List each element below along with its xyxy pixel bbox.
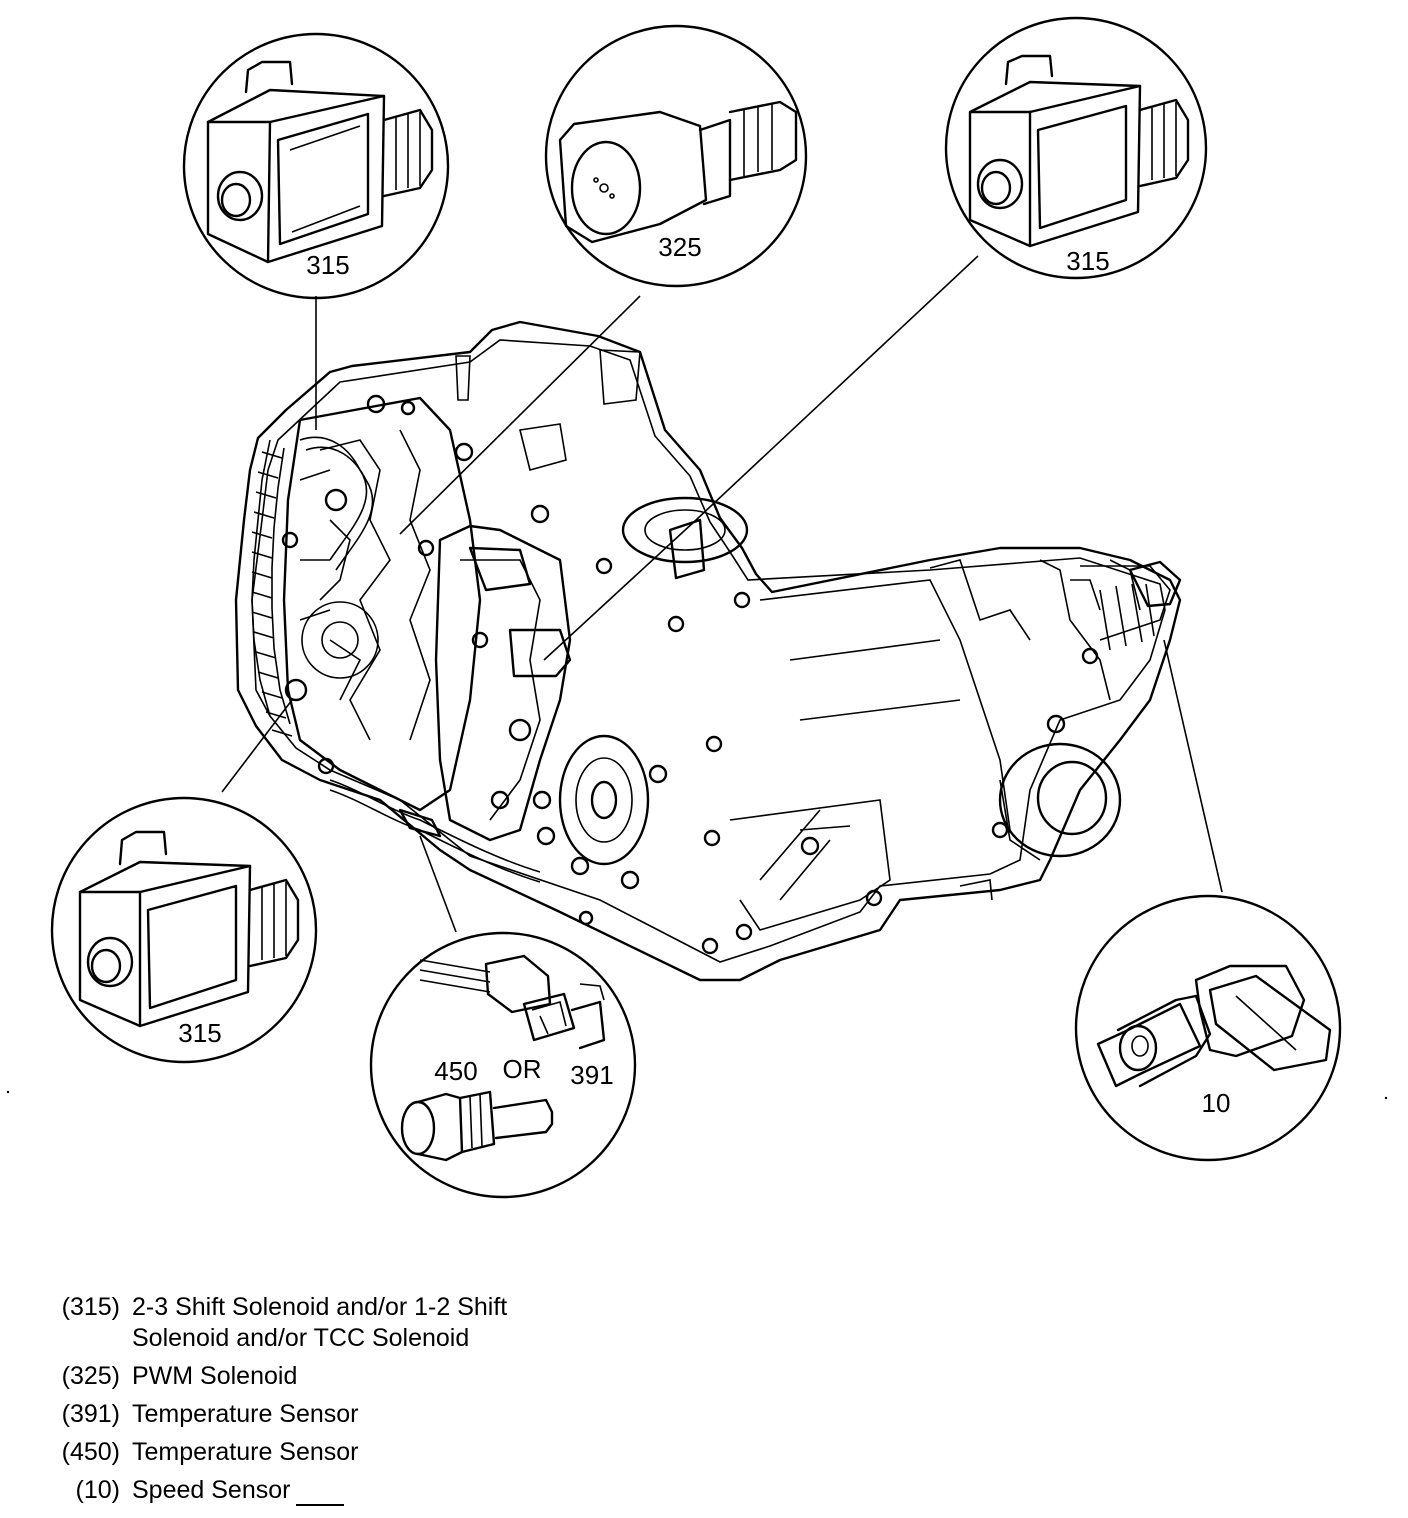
- transmission-diagram: 315 325 315: [6, 16, 1388, 1199]
- leader-top-center: [399, 295, 641, 535]
- detail-circle-top-left: [182, 32, 450, 300]
- legend-item-number: (10): [75, 1476, 120, 1504]
- callout-label-top-right: 315: [1066, 246, 1109, 276]
- extension-housing: [759, 559, 1182, 831]
- speed-sensor-boss: [991, 742, 1122, 861]
- leader-lines: [221, 255, 1223, 933]
- detail-bottom-left: 315: [50, 796, 318, 1064]
- leader-bottom-right: [1163, 639, 1223, 893]
- shift-solenoid-icon: [206, 60, 434, 264]
- legend-item: (315) 2-3 Shift Solenoid and/or 1-2 Shif…: [40, 1292, 800, 1354]
- callout-label-bottom-right: 10: [1202, 1088, 1231, 1118]
- legend-item: (325) PWM Solenoid: [40, 1361, 800, 1392]
- callout-label-top-center: 325: [658, 232, 701, 262]
- legend-item: (10) Speed Sensor: [40, 1475, 800, 1506]
- legend: (315) 2-3 Shift Solenoid and/or 1-2 Shif…: [40, 1292, 800, 1513]
- pwm-solenoid-icon: [558, 100, 798, 244]
- leader-bottom-left: [221, 699, 293, 793]
- detail-top-left: 315: [182, 32, 450, 300]
- transmission-assembly: [234, 320, 1182, 982]
- temperature-sensor-connector-icon: [419, 954, 606, 1050]
- detail-top-right: 315: [944, 16, 1208, 280]
- shift-solenoid-icon: [968, 54, 1190, 248]
- detail-circle-top-right: [944, 16, 1208, 280]
- leader-top-right: [695, 255, 979, 521]
- detail-top-center: 325: [544, 24, 808, 288]
- temperature-sensor-probe-icon: [400, 1090, 554, 1162]
- valve-body-ribs: [251, 439, 293, 737]
- leader-top-right-extension: [543, 519, 697, 661]
- speed-sensor-icon: [1096, 964, 1332, 1088]
- callout-label-bottom-center-or: OR: [503, 1054, 542, 1084]
- legend-item-number: (315): [61, 1293, 120, 1321]
- legend-item-description: Speed Sensor: [132, 1476, 291, 1504]
- callout-label-bottom-center-b: 391: [570, 1060, 613, 1090]
- legend-item-number: (325): [61, 1362, 120, 1390]
- legend-item-description: 2-3 Shift Solenoid and/or 1-2 Shift Sole…: [132, 1293, 508, 1352]
- legend-item: (391) Temperature Sensor: [40, 1399, 800, 1430]
- callout-label-bottom-center-a: 450: [434, 1056, 477, 1086]
- detail-bottom-center: 450 OR 391: [369, 931, 637, 1199]
- detail-circle-bottom-left: [50, 796, 318, 1064]
- top-boss: [455, 349, 749, 580]
- legend-item-description: Temperature Sensor: [132, 1400, 359, 1428]
- detail-circle-bottom-center: [369, 931, 637, 1199]
- callout-label-top-left: 315: [306, 250, 349, 280]
- detail-bottom-right: 10: [1074, 894, 1342, 1162]
- valve-body-plate: [282, 396, 482, 812]
- oil-pan: [729, 799, 993, 931]
- speck: [6, 1090, 10, 1094]
- output-flange: [558, 734, 650, 866]
- wiring-harness: [299, 436, 541, 883]
- shift-solenoid-icon: [78, 830, 300, 1028]
- case-cover: [434, 524, 572, 842]
- callout-label-bottom-left: 315: [178, 1018, 221, 1048]
- legend-item: (450) Temperature Sensor: [40, 1437, 800, 1468]
- detail-circle-top-center: [544, 24, 808, 288]
- detail-circle-bottom-right: [1074, 894, 1342, 1162]
- legend-item-description: PWM Solenoid: [132, 1362, 298, 1390]
- legend-item-description: Temperature Sensor: [132, 1438, 359, 1466]
- legend-item-number: (450): [61, 1438, 120, 1466]
- housing-bolts: [281, 394, 753, 955]
- speck: [1384, 1096, 1388, 1100]
- underline-mark: [296, 1504, 344, 1506]
- leader-bottom-center: [419, 835, 457, 933]
- legend-item-number: (391): [61, 1400, 120, 1428]
